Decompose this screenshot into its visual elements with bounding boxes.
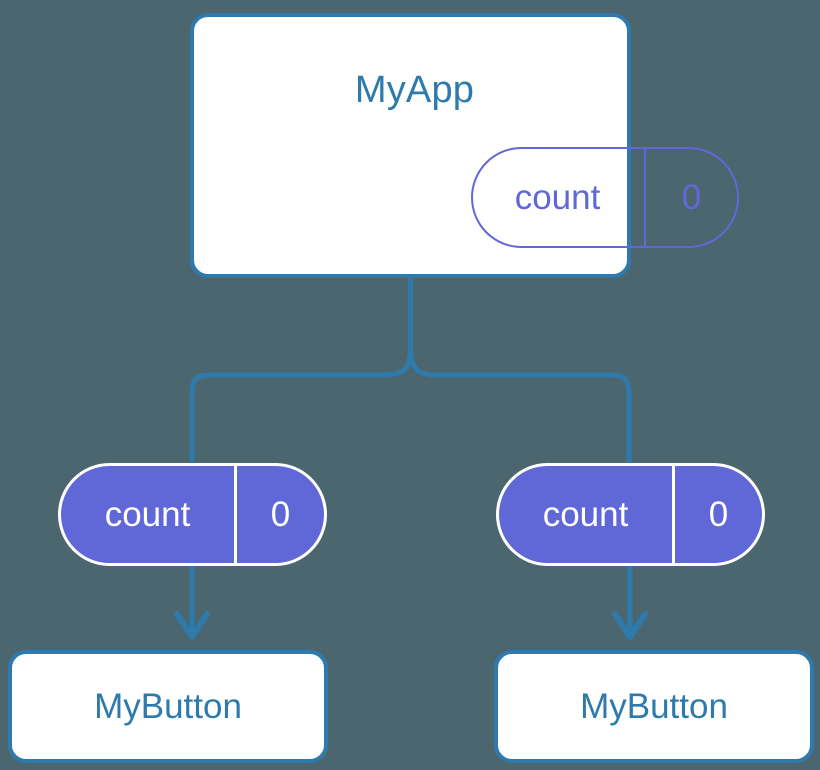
connector-branch-right (408, 347, 632, 463)
state-pill-key: count (542, 494, 629, 534)
component-title-mybutton: MyButton (580, 686, 728, 726)
state-pill-child-right[interactable]: count 0 (496, 463, 765, 566)
component-title-mybutton: MyButton (94, 686, 242, 726)
state-pill-value: 0 (672, 466, 762, 563)
state-pill-key: count (104, 494, 191, 534)
arrow-left-state-to-button (174, 566, 210, 640)
state-pill-myapp[interactable]: count 0 (471, 147, 739, 248)
state-pill-child-left[interactable]: count 0 (58, 463, 327, 566)
state-pill-value: 0 (234, 466, 324, 563)
connector-branch-left (189, 347, 413, 463)
component-card-mybutton-left[interactable]: MyButton (8, 650, 328, 763)
component-card-mybutton-right[interactable]: MyButton (494, 650, 814, 763)
state-pill-key: count (514, 177, 601, 217)
arrow-right-state-to-button (612, 566, 648, 640)
state-pill-value: 0 (644, 149, 737, 246)
component-title-myapp: MyApp (354, 69, 475, 111)
component-card-myapp[interactable]: MyApp count 0 (190, 13, 739, 278)
